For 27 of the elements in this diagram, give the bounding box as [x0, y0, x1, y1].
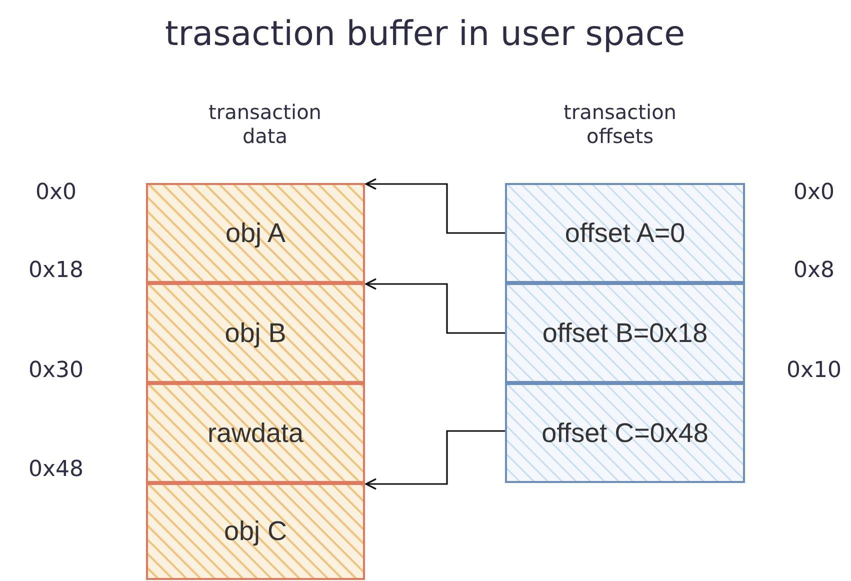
- address-label: 0x18: [27, 258, 84, 283]
- memory-cell: [505, 183, 745, 283]
- memory-cell: [146, 483, 365, 580]
- address-label: 0x0: [34, 180, 78, 205]
- address-label: 0x30: [27, 358, 84, 383]
- memory-cell: [146, 383, 365, 483]
- cell-text: offset B=0x18: [542, 318, 708, 348]
- address-label: 0x8: [792, 258, 836, 283]
- cell-text: obj C: [224, 516, 288, 547]
- arrow: [365, 430, 505, 490]
- memory-cell: [505, 383, 745, 483]
- cell-text: obj B: [224, 318, 286, 348]
- address-label: 0x48: [27, 457, 84, 482]
- title: trasaction buffer in user space: [164, 14, 686, 54]
- cell-text: offset A=0: [564, 218, 686, 248]
- column-heading: transaction offsets: [562, 100, 678, 148]
- cell-text: rawdata: [207, 418, 304, 448]
- memory-cell: [146, 183, 365, 283]
- address-label: 0x10: [785, 358, 842, 383]
- memory-cell: [146, 283, 365, 383]
- column-heading: transaction data: [208, 100, 322, 148]
- memory-cell: [505, 283, 745, 383]
- arrow: [365, 278, 505, 334]
- arrow: [365, 178, 505, 234]
- cell-text: obj A: [225, 218, 286, 248]
- address-label: 0x0: [792, 180, 836, 205]
- cell-text: offset C=0x48: [542, 418, 708, 448]
